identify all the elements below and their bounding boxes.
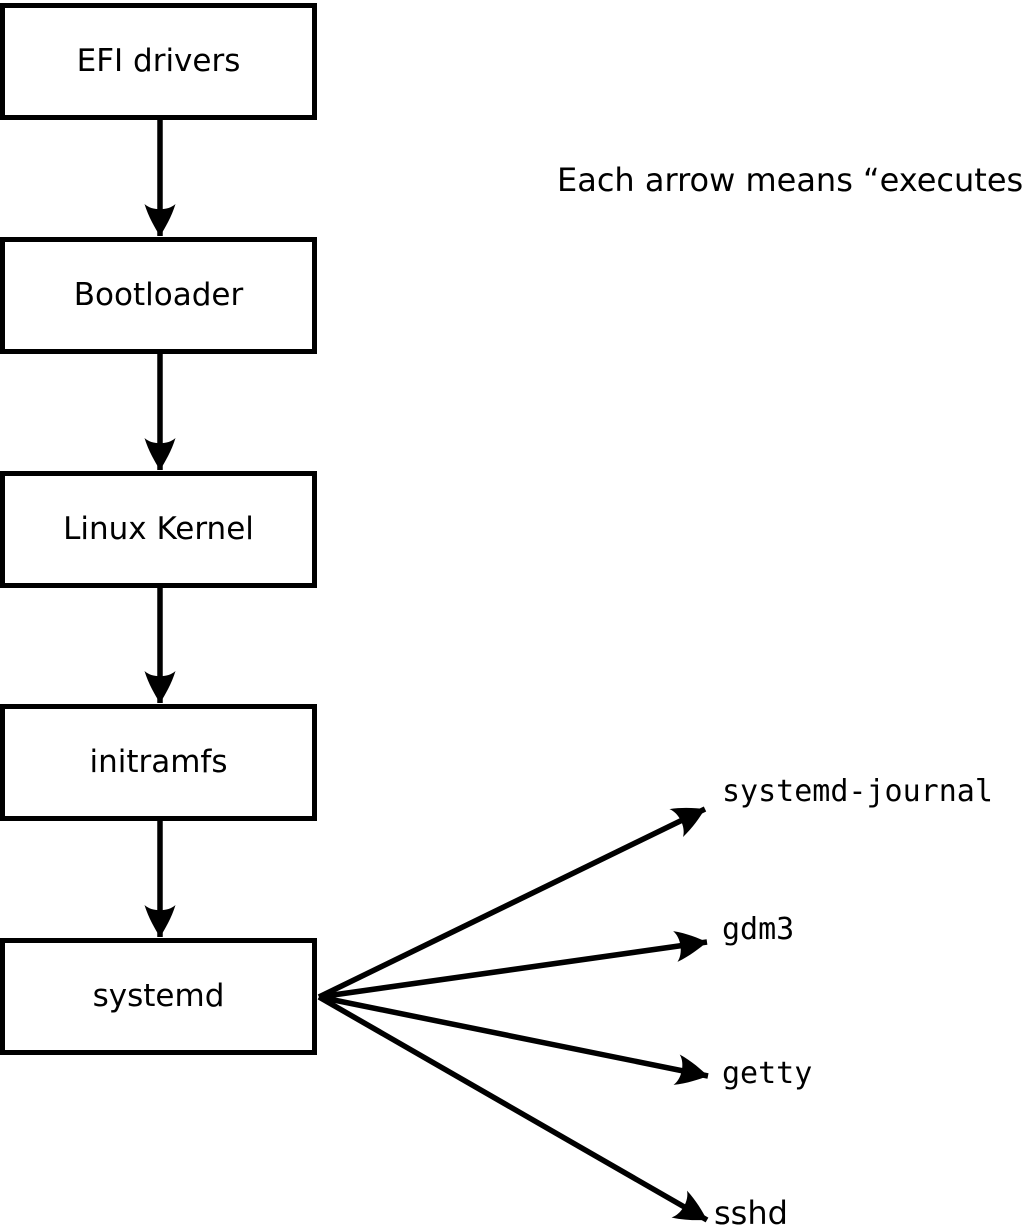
box-label-efi-drivers: EFI drivers [76,43,241,79]
label-systemd-journal: systemd-journal [722,774,993,809]
box-initramfs: initramfs [0,704,317,821]
arrow-systemd-to-sshd [317,994,709,1223]
label-gdm3: gdm3 [722,912,795,947]
arrow-systemd-to-journal [317,806,707,1000]
label-getty: getty [722,1056,813,1091]
box-label-linux-kernel: Linux Kernel [63,511,254,547]
box-linux-kernel: Linux Kernel [0,471,317,588]
box-bootloader: Bootloader [0,237,317,354]
label-sshd: sshd [714,1194,788,1230]
box-label-systemd: systemd [92,978,225,1014]
arrow-systemd-to-getty [318,994,709,1085]
box-systemd: systemd [0,938,317,1055]
arrow-systemd-to-gdm3 [318,931,708,1000]
arrow-legend-note: Each arrow means “executes”. [557,161,1023,199]
box-label-initramfs: initramfs [89,744,228,780]
box-label-bootloader: Bootloader [73,277,244,313]
box-efi-drivers: EFI drivers [0,3,317,120]
